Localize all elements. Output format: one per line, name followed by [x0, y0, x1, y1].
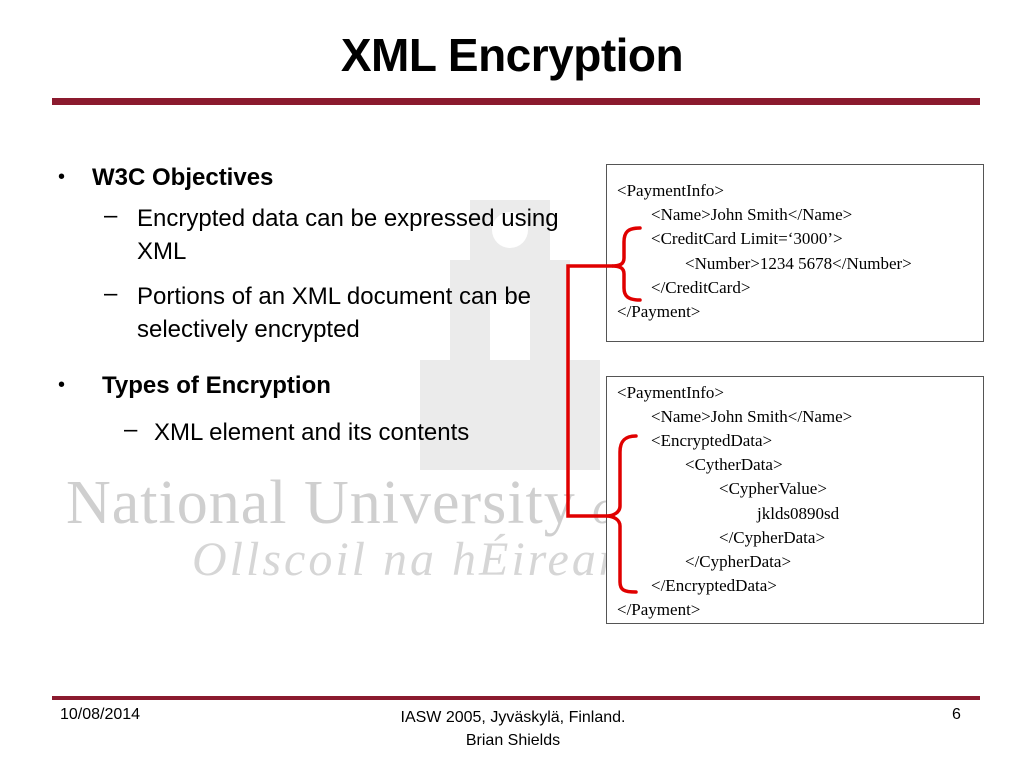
xml-line: <Name>John Smith</Name> — [651, 407, 853, 426]
xml-line: </CypherData> — [719, 528, 826, 547]
xml-line: jklds0890sd — [757, 504, 840, 523]
footer-page-number: 6 — [952, 706, 961, 723]
sub-bullet-dash: – — [124, 416, 138, 443]
xml-line: <CreditCard Limit=‘3000’> — [651, 229, 843, 248]
xml-line: </Payment> — [617, 600, 701, 619]
xml-line: <PaymentInfo> — [617, 383, 724, 402]
bullet-dot: • — [58, 374, 66, 396]
sub-bullet-selective: Portions of an XML document can be selec… — [137, 283, 532, 343]
footer-date: 10/08/2014 — [60, 706, 141, 723]
footer-conference: IASW 2005, Jyväskylä, Finland. Brian Shi… — [372, 706, 654, 752]
sub-bullet-dash: – — [104, 280, 118, 307]
xml-line: <CytherData> — [685, 455, 783, 474]
sub-bullet-element-contents: XML element and its contents — [154, 419, 470, 446]
xml-plaintext-box: <PaymentInfo> <Name>John Smith</Name> <C… — [606, 164, 984, 342]
sub-bullet-dash: – — [104, 202, 118, 229]
slide-title: XML Encryption — [340, 29, 684, 81]
footer-author: Brian Shields — [465, 732, 561, 749]
bullet-dot: • — [58, 166, 66, 188]
xml-encrypted-box: <PaymentInfo> <Name>John Smith</Name> <E… — [606, 376, 984, 624]
xml-line: </Payment> — [617, 302, 701, 321]
bullet-w3c-objectives: W3C Objectives — [92, 164, 274, 191]
xml-line: <EncryptedData> — [651, 431, 773, 450]
footer-divider — [52, 696, 980, 700]
xml-line: <Name>John Smith</Name> — [651, 205, 853, 224]
watermark-irish-name: Ollscoil na hÉireann — [192, 533, 653, 586]
xml-line: <Number>1234 5678</Number> — [685, 254, 912, 273]
xml-line: </EncryptedData> — [651, 576, 777, 595]
xml-line: </CypherData> — [685, 552, 792, 571]
footer-conference-name: IASW 2005, Jyväskylä, Finland. — [400, 709, 626, 726]
watermark-university-name: National University of I — [66, 469, 661, 537]
xml-line: <CypherValue> — [719, 479, 827, 498]
title-divider — [52, 98, 980, 105]
bullet-types-of-encryption: Types of Encryption — [102, 372, 331, 399]
xml-line: <PaymentInfo> — [617, 181, 724, 200]
xml-line: </CreditCard> — [651, 278, 751, 297]
sub-bullet-expressed-xml: Encrypted data can be expressed using XM… — [137, 205, 559, 265]
